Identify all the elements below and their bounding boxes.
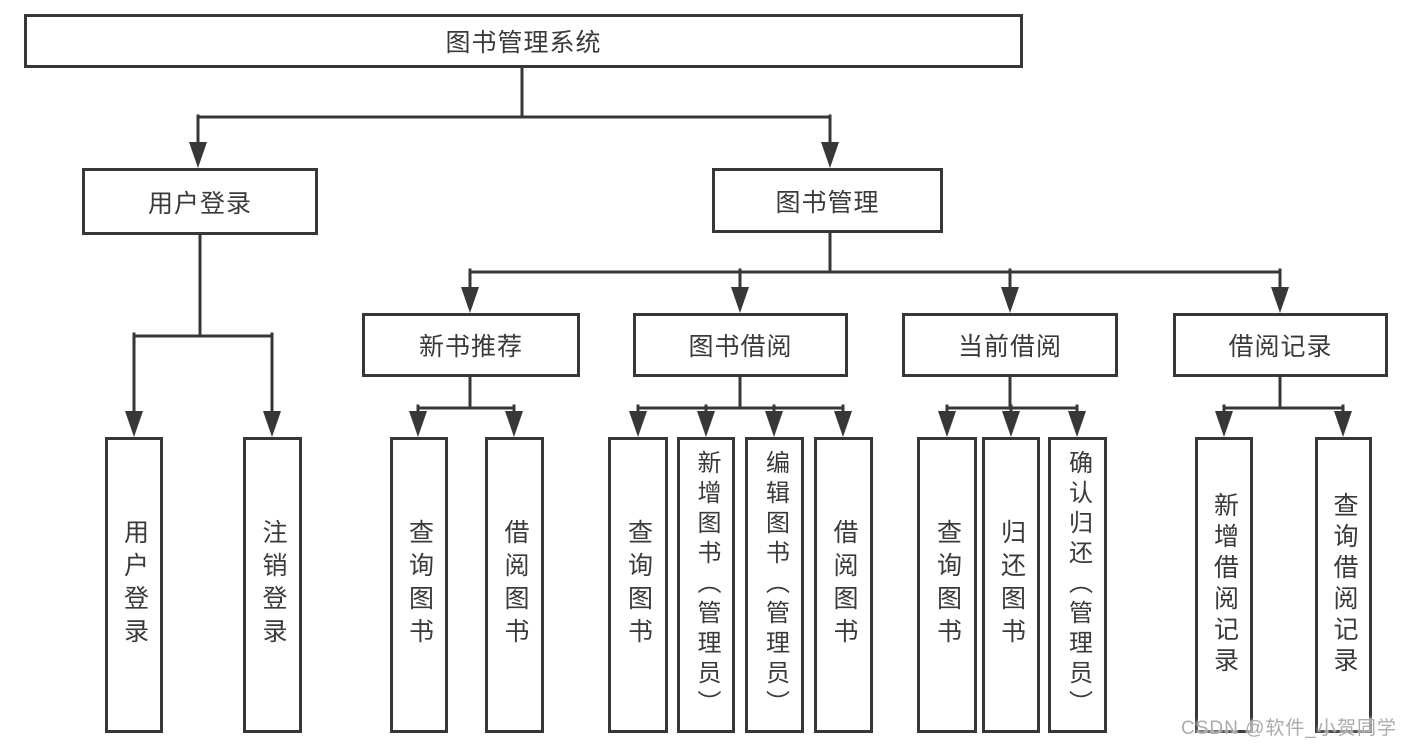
node-user-login: 用户登录 xyxy=(82,168,318,235)
arrowhead xyxy=(1002,411,1020,437)
leaf-br-add-record-label: 新增借阅记录 xyxy=(1210,492,1239,678)
leaf-bb-query-books-label: 查询图书 xyxy=(624,519,653,651)
leaf-user-login: 用户登录 xyxy=(105,437,163,733)
leaf-bb-edit-books-admin: 编辑图书（管理员） xyxy=(745,437,804,733)
leaf-cb-confirm-return-admin: 确认归还（管理员） xyxy=(1048,437,1107,733)
arrowhead xyxy=(834,411,852,437)
leaf-bb-query-books: 查询图书 xyxy=(608,437,668,733)
leaf-user-login-label: 用户登录 xyxy=(120,519,149,651)
leaf-bb-add-books-admin: 新增图书（管理员） xyxy=(677,437,735,733)
leaf-br-query-record-label: 查询借阅记录 xyxy=(1330,492,1358,678)
arrowhead xyxy=(409,411,427,437)
leaf-br-query-record: 查询借阅记录 xyxy=(1315,437,1372,733)
node-new-book-recommend: 新书推荐 xyxy=(362,313,580,377)
leaf-cb-confirm-return-admin-label: 确认归还（管理员） xyxy=(1064,450,1092,720)
arrowhead xyxy=(697,411,715,437)
node-root: 图书管理系统 xyxy=(24,14,1023,68)
arrowhead xyxy=(1068,411,1086,437)
leaf-nb-borrow-books: 借阅图书 xyxy=(485,437,544,733)
csdn-watermark: CSDN @软件_小贺同学 xyxy=(1181,718,1397,739)
leaf-logout-label: 注销登录 xyxy=(259,519,287,651)
arrowhead xyxy=(1271,287,1289,313)
leaf-br-add-record: 新增借阅记录 xyxy=(1195,437,1253,733)
arrowhead xyxy=(1215,411,1233,437)
arrowhead xyxy=(125,411,143,437)
arrowhead xyxy=(461,287,479,313)
node-book-management: 图书管理 xyxy=(712,168,943,233)
tree-connector-path xyxy=(132,66,1345,416)
arrowhead xyxy=(938,411,956,437)
leaf-cb-return-books-label: 归还图书 xyxy=(997,519,1026,651)
leaf-cb-return-books: 归还图书 xyxy=(982,437,1040,733)
leaf-bb-borrow-books-label: 借阅图书 xyxy=(830,519,858,651)
leaf-nb-borrow-books-label: 借阅图书 xyxy=(501,519,529,651)
arrowhead xyxy=(731,287,749,313)
node-current-borrow: 当前借阅 xyxy=(902,313,1118,377)
leaf-nb-query-books: 查询图书 xyxy=(390,437,448,733)
node-borrow-records: 借阅记录 xyxy=(1173,313,1388,377)
leaf-nb-query-books-label: 查询图书 xyxy=(405,519,434,651)
arrowhead xyxy=(821,142,839,168)
node-book-borrow: 图书借阅 xyxy=(633,313,848,377)
leaf-bb-add-books-admin-label: 新增图书（管理员） xyxy=(693,450,720,720)
arrowhead xyxy=(765,411,783,437)
leaf-logout: 注销登录 xyxy=(243,437,302,733)
arrowheads xyxy=(125,142,1352,437)
arrowhead xyxy=(505,411,523,437)
arrowhead xyxy=(1334,411,1352,437)
leaf-cb-query-books: 查询图书 xyxy=(917,437,977,733)
arrowhead xyxy=(263,411,281,437)
leaf-bb-edit-books-admin-label: 编辑图书（管理员） xyxy=(761,450,789,720)
leaf-cb-query-books-label: 查询图书 xyxy=(933,519,962,651)
leaf-bb-borrow-books: 借阅图书 xyxy=(814,437,873,733)
arrowhead xyxy=(629,411,647,437)
arrowhead xyxy=(1001,287,1019,313)
arrowhead xyxy=(189,142,207,168)
